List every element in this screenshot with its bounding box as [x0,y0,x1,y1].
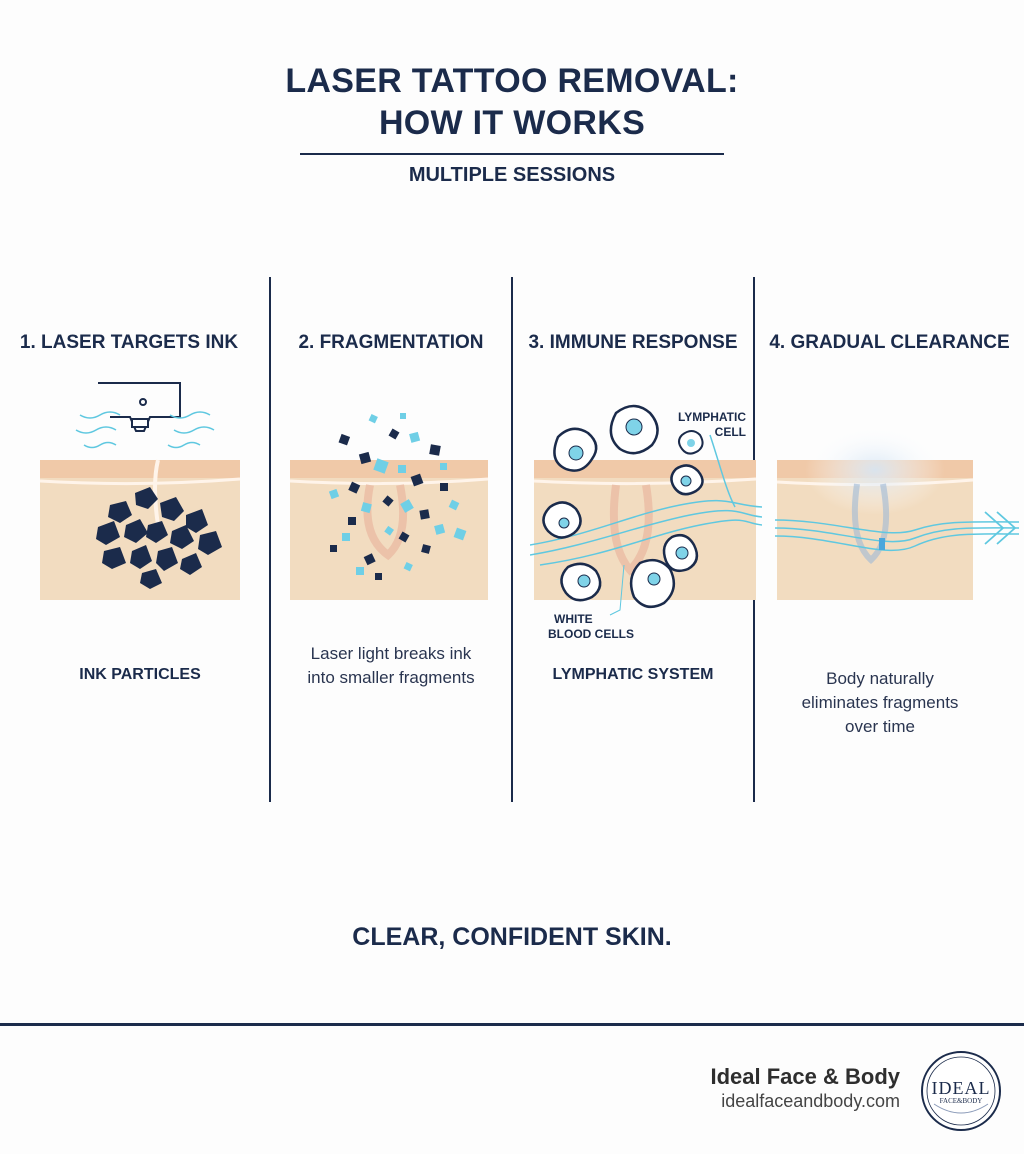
ink-particles-icon [96,487,222,589]
step-1-title: 1. LASER TARGETS INK [19,332,239,353]
subtitle: MULTIPLE SESSIONS [408,164,616,186]
clearance-illustration [775,430,1020,600]
step-3-title: 3. IMMUNE RESPONSE [528,332,738,353]
ink-fragments-icon [328,413,467,580]
fragmentation-illustration [290,413,489,600]
footer-divider [0,1023,1024,1026]
title-line-1: LASER TATTOO REMOVAL: [285,62,739,100]
tagline: CLEAR, CONFIDENT SKIN. [352,923,672,951]
clearance-flow-lines [775,519,1020,552]
title-underline [300,153,724,155]
step-4-caption-line-2: eliminates fragments [801,693,959,712]
lymphatic-cell-label: LYMPHATIC CELL [678,410,746,440]
step-2-caption-line-1: Laser light breaks ink [310,644,472,663]
brand-name: Ideal Face & Body [710,1064,900,1089]
lymphatic-label-line-1: LYMPHATIC [678,410,747,424]
logo-main-text: IDEAL [932,1078,991,1098]
immune-response-illustration [530,404,762,616]
brand-url[interactable]: idealfaceandbody.com [721,1091,900,1111]
divider-1 [269,277,271,802]
step-1-caption: INK PARTICLES [79,666,201,683]
step-4-caption-line-1: Body naturally [826,669,934,688]
brand-logo-icon: IDEAL FACE&BODY [921,1051,1001,1131]
laser-device-icon [98,382,181,432]
step-4-caption: Body naturally eliminates fragments over… [755,667,1005,739]
page-title: LASER TATTOO REMOVAL: HOW IT WORKS [0,60,1024,144]
title-line-2: HOW IT WORKS [378,104,646,142]
white-blood-cells-label: WHITE BLOOD CELLS [548,612,634,642]
step-2-title: 2. FRAGMENTATION [298,332,484,353]
step-2-caption-line-2: into smaller fragments [307,668,475,687]
wbc-label-line-1: WHITE [554,612,593,626]
lymphatic-label-line-2: CELL [714,425,747,439]
wbc-label-line-2: BLOOD CELLS [548,627,634,641]
laser-ink-illustration [40,382,241,600]
laser-waves [75,411,215,449]
step-4-caption-line-3: over time [845,717,915,736]
divider-2 [511,277,513,802]
logo-sub-text: FACE&BODY [940,1097,983,1105]
arrow-right-icon [984,511,1017,545]
step-4-title: 4. GRADUAL CLEARANCE [769,332,1010,353]
step-3-caption: LYMPHATIC SYSTEM [552,666,714,683]
step-2-caption: Laser light breaks ink into smaller frag… [271,642,511,690]
lymph-flow-lines [530,434,762,566]
